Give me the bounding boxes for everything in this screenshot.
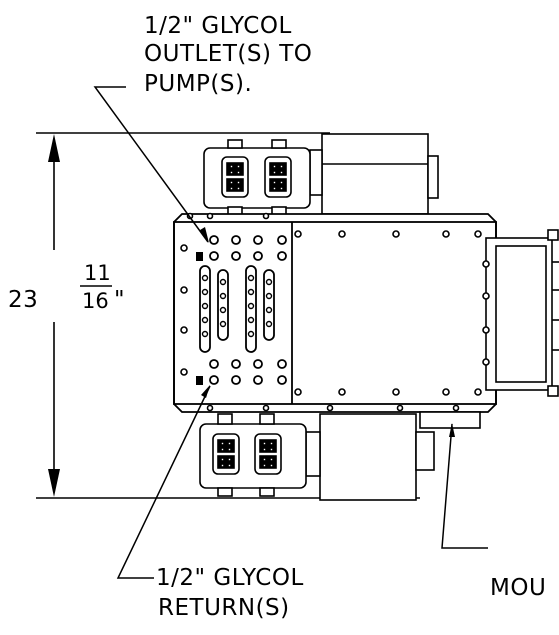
return-label-line-2: RETURN(S) [158, 595, 290, 621]
dimension-arrow-bottom [48, 469, 60, 497]
tank-bolts [180, 212, 490, 412]
mount-leader-arrow [449, 423, 455, 437]
plate-ports [209, 235, 287, 385]
right-end-box [485, 229, 559, 397]
dimension-arrow-top [48, 134, 60, 162]
outlet-label-line-2: OUTLET(S) TO [144, 41, 313, 67]
top-fittings [203, 139, 311, 216]
leader-lines [93, 86, 488, 579]
mount-label: MOU [490, 575, 547, 601]
outlet-label-line-3: PUMP(S). [144, 71, 253, 97]
return-label-line-1: 1/2" GLYCOL [156, 565, 304, 591]
dimension-denominator: 16 [82, 289, 109, 313]
dimension-unit-mark: " [114, 287, 126, 313]
outlet-marker [196, 252, 203, 261]
bottom-fittings [199, 413, 307, 497]
outlet-leader-arrow [200, 227, 209, 243]
return-leader-arrow [201, 385, 210, 398]
upper-housing [309, 133, 439, 215]
return-marker [196, 376, 203, 385]
dimension-numerator: 11 [84, 261, 111, 285]
outlet-label-line-1: 1/2" GLYCOL [144, 13, 292, 39]
dimension-whole: 23 [8, 287, 39, 313]
lower-housing [305, 411, 481, 501]
manifold-ports [201, 274, 273, 338]
